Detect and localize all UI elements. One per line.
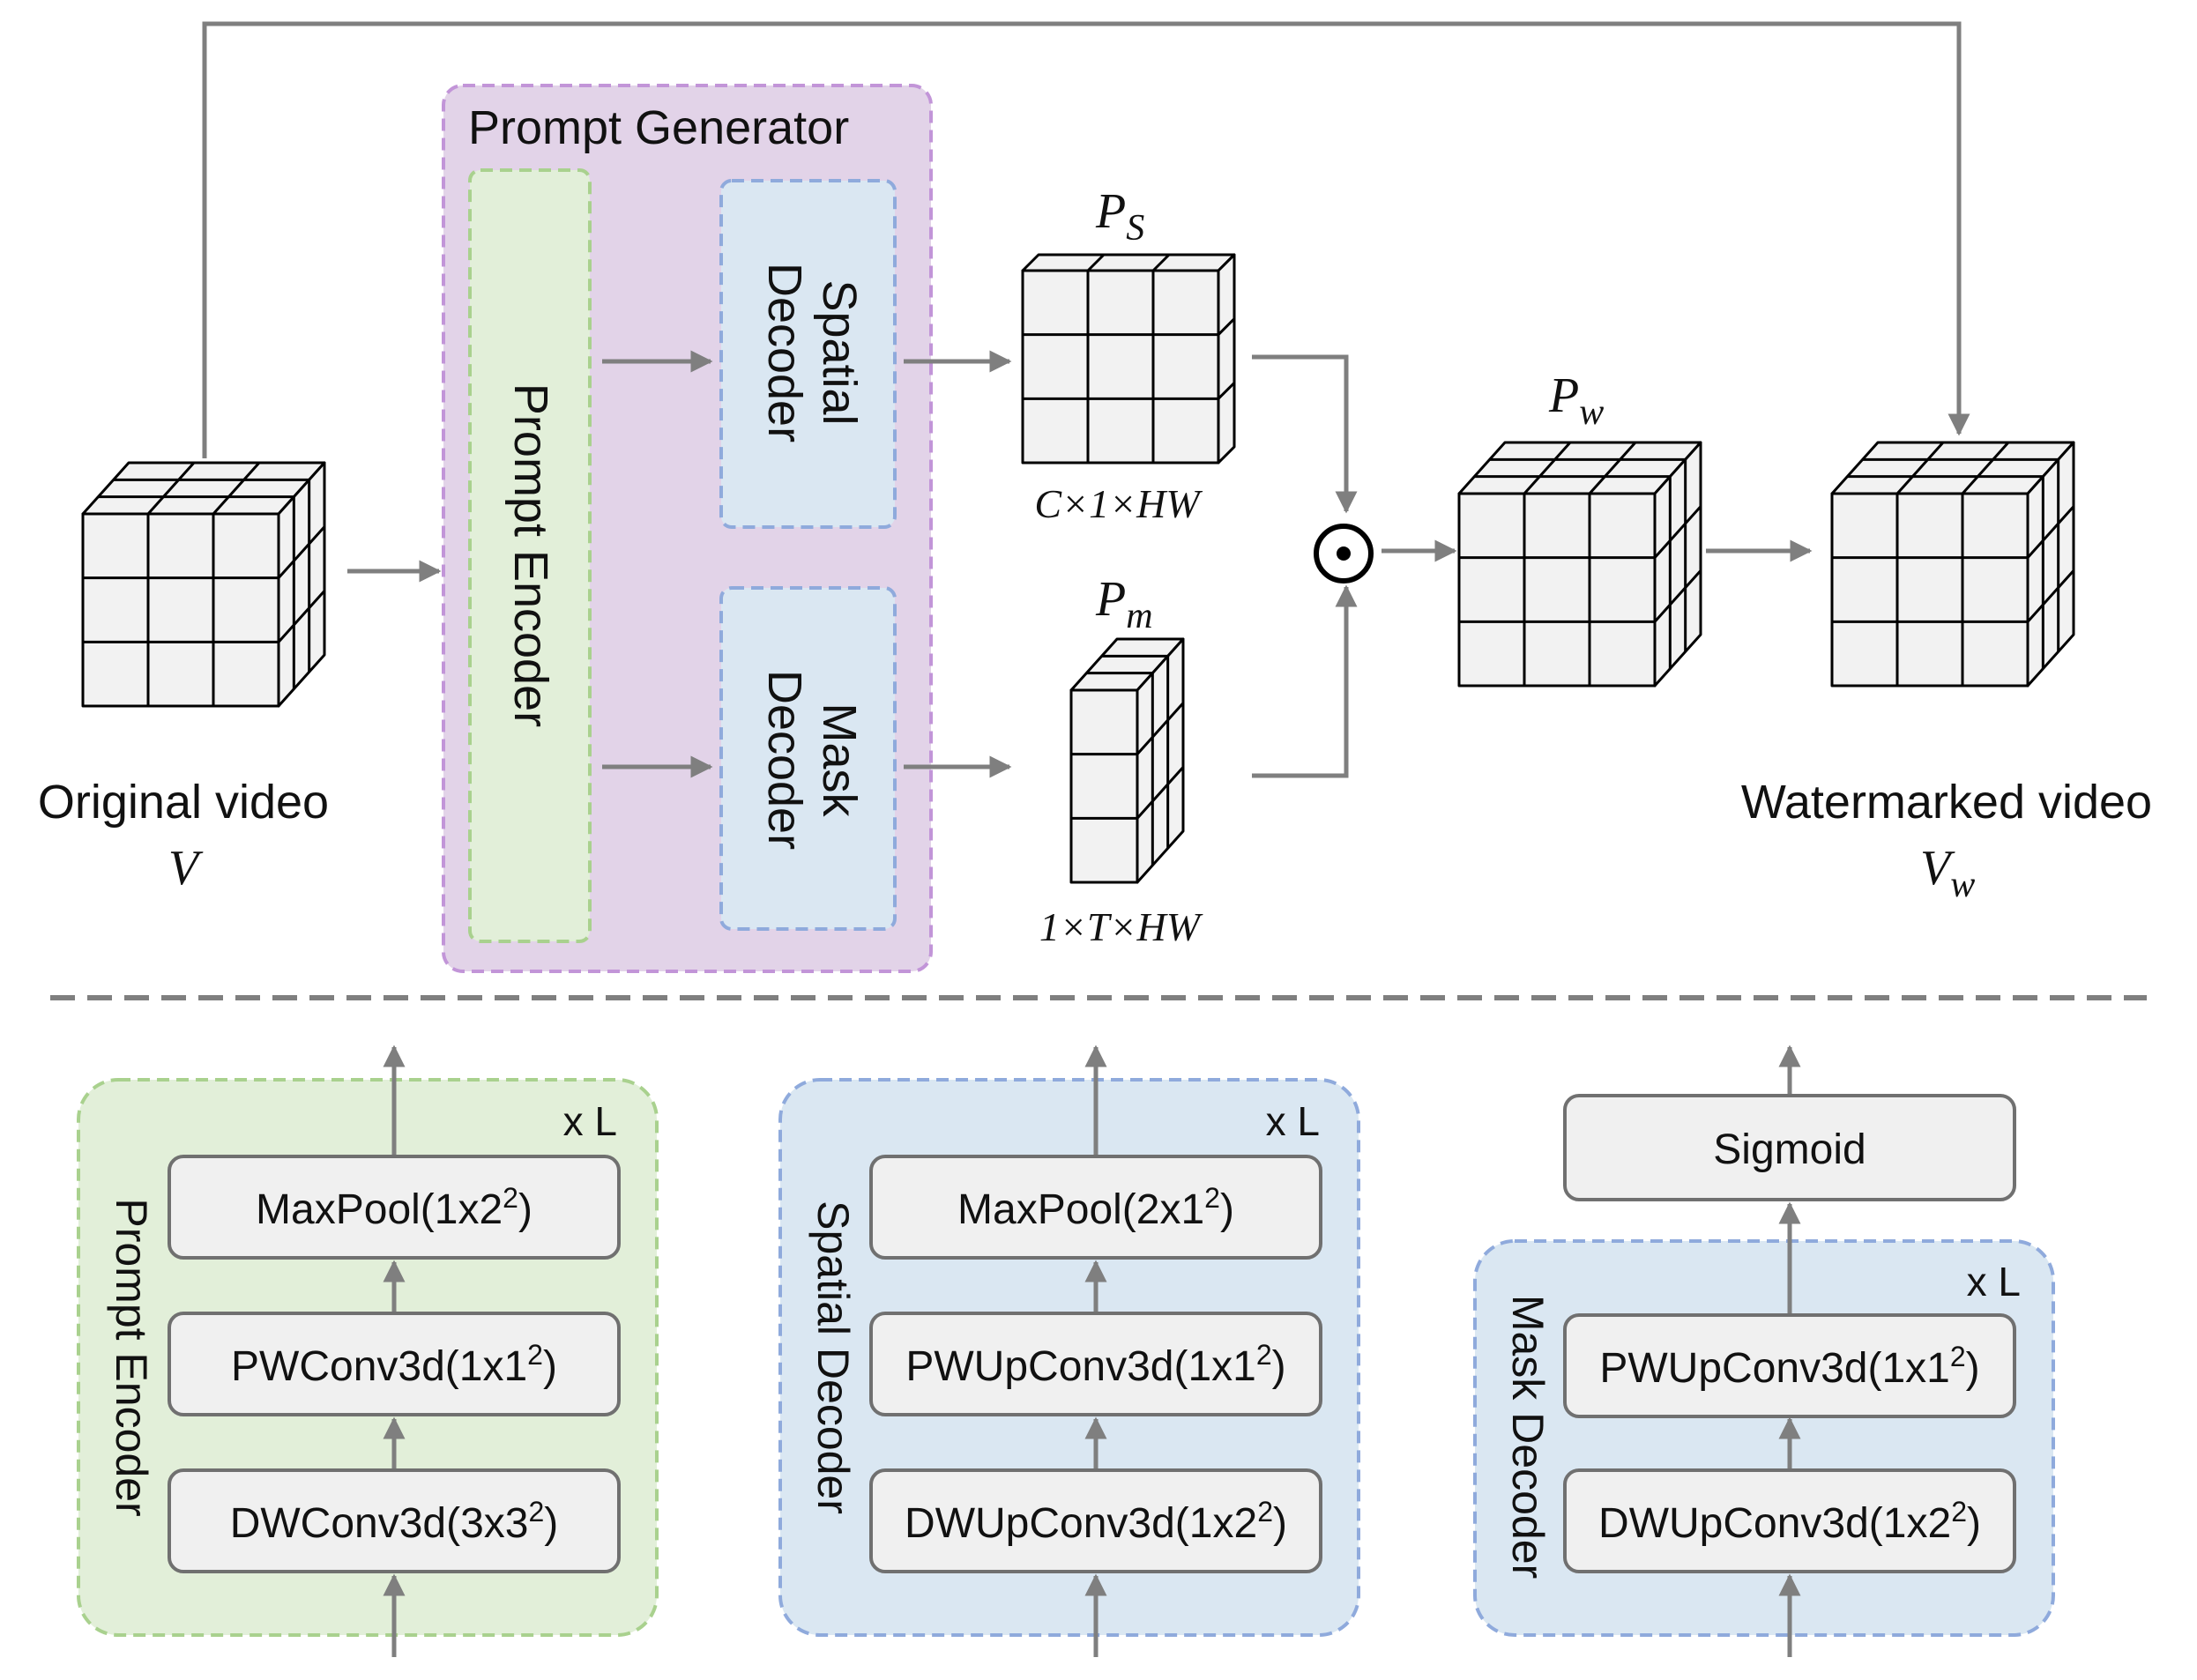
ps-tensor-side-face [1217, 253, 1236, 465]
watermarked-video-cube-grid-line [2026, 505, 2075, 559]
pm-to-operator-arrow [1252, 584, 1358, 778]
pe-layer-dwconv [168, 1468, 621, 1573]
original-video-cube-front-face [81, 512, 280, 708]
sd-layer-pwupconv [869, 1312, 1322, 1416]
md-layer-pwupconv-label: PWUpConv3d(1x12) [1599, 1341, 1979, 1392]
hadamard-product-operator [1314, 524, 1374, 584]
spatial-decoder-label-2: Decoder [758, 263, 811, 442]
sigmoid-block [1563, 1094, 2016, 1201]
original-video-cube-grid-line [277, 525, 326, 579]
original-video-label: Original video [38, 776, 329, 829]
original-video-symbol: V [168, 841, 204, 896]
prompt-encoder-block [468, 168, 592, 943]
pw-tensor [1457, 441, 1702, 688]
pm-tensor-grid-line [1136, 702, 1185, 755]
original-video-cube-grid-line [146, 461, 196, 516]
pm-dimensions: 1×T×HW [1039, 904, 1203, 949]
prompt-encoder-detail-label: Prompt Encoder [107, 1198, 156, 1516]
md-layer-pwupconv [1563, 1313, 2016, 1418]
mask-decoder-detail-label: Mask Decoder [1503, 1295, 1553, 1579]
pw-tensor-grid-line [1588, 441, 1637, 495]
original-video-cube-grid-line [212, 461, 261, 516]
mask-decoder-repeat: x L [1967, 1259, 2021, 1305]
pe-layer-maxpool-label: MaxPool(1x22) [256, 1182, 532, 1233]
watermarked-video-label: Watermarked video [1741, 776, 2152, 829]
pm-tensor-grid-line [1136, 766, 1185, 820]
spatial-decoder-repeat: x L [1266, 1098, 1320, 1144]
pe-layer-dwconv-label: DWConv3d(3x32) [230, 1496, 559, 1547]
ps-tensor-grid-line [1217, 317, 1236, 336]
mask-decoder-label-1: Mask [813, 702, 866, 817]
sd-layer-maxpool-label: MaxPool(2x12) [957, 1182, 1234, 1233]
pm-tensor [1069, 637, 1185, 884]
watermarked-video-cube-front-face [1830, 492, 2029, 688]
ps-symbol: PS [1095, 184, 1144, 249]
prompt-encoder-label: Prompt Encoder [504, 383, 557, 727]
sd-layer-dwupconv-label: DWUpConv3d(1x22) [905, 1496, 1287, 1547]
pe-layer-pwconv-label: PWConv3d(1x12) [231, 1339, 557, 1390]
ps-tensor-grid-line [1151, 253, 1171, 272]
sd-layer-maxpool [869, 1155, 1322, 1260]
skip-connection-arrow [202, 21, 1970, 458]
prompt-generator-title: Prompt Generator [468, 101, 849, 154]
watermarked-video-cube-grid-line [2026, 569, 2075, 623]
ps-tensor-grid-line [1217, 382, 1236, 400]
spatial-decoder-label-1: Spatial [813, 279, 866, 425]
original-video-cube-grid-line [277, 590, 326, 643]
ps-to-operator-arrow [1252, 354, 1358, 514]
pw-tensor-grid-line [1523, 441, 1572, 495]
ps-tensor-top-face [1021, 253, 1236, 272]
pe-layer-pwconv [168, 1312, 621, 1416]
pw-tensor-grid-line [1653, 505, 1702, 559]
ps-tensor-grid-line [1086, 253, 1106, 272]
watermarked-video-cube-grid-line [1895, 441, 1945, 495]
md-layer-dwupconv [1563, 1468, 2016, 1573]
ps-dimensions: C×1×HW [1034, 481, 1203, 526]
prompt-encoder-repeat: x L [563, 1098, 617, 1144]
watermarked-video-cube-grid-line [1961, 441, 2010, 495]
spatial-decoder-detail-label: Spatial Decoder [808, 1201, 858, 1514]
pe-layer-maxpool [168, 1155, 621, 1260]
original-video-cube [81, 461, 326, 708]
prompt-encoder-detail: Prompt Encoder x L MaxPool(1x22) PWConv3… [77, 1044, 659, 1657]
pm-tensor-front-face [1069, 688, 1139, 884]
watermarked-video-cube [1830, 441, 2075, 688]
sd-layer-dwupconv [869, 1468, 1322, 1573]
md-layer-dwupconv-label: DWUpConv3d(1x22) [1598, 1496, 1981, 1547]
pw-symbol: Pw [1548, 368, 1604, 433]
pw-tensor-grid-line [1653, 569, 1702, 623]
spatial-decoder-detail: Spatial Decoder x L MaxPool(2x12) PWUpCo… [778, 1044, 1360, 1657]
mask-decoder-detail: Mask Decoder x L Sigmoid PWUpConv3d(1x12… [1473, 1044, 2055, 1657]
pw-tensor-front-face [1457, 492, 1657, 688]
sd-layer-pwupconv-label: PWUpConv3d(1x12) [905, 1339, 1285, 1390]
mask-decoder-label-2: Decoder [758, 670, 811, 850]
ps-tensor [1021, 253, 1236, 465]
pm-symbol: Pm [1095, 572, 1153, 636]
sigmoid-label: Sigmoid [1713, 1126, 1866, 1173]
watermarked-video-symbol: Vw [1920, 841, 1975, 905]
ps-tensor-front-face [1021, 269, 1220, 465]
mask-decoder-block [719, 586, 897, 931]
spatial-decoder-block [719, 179, 897, 529]
